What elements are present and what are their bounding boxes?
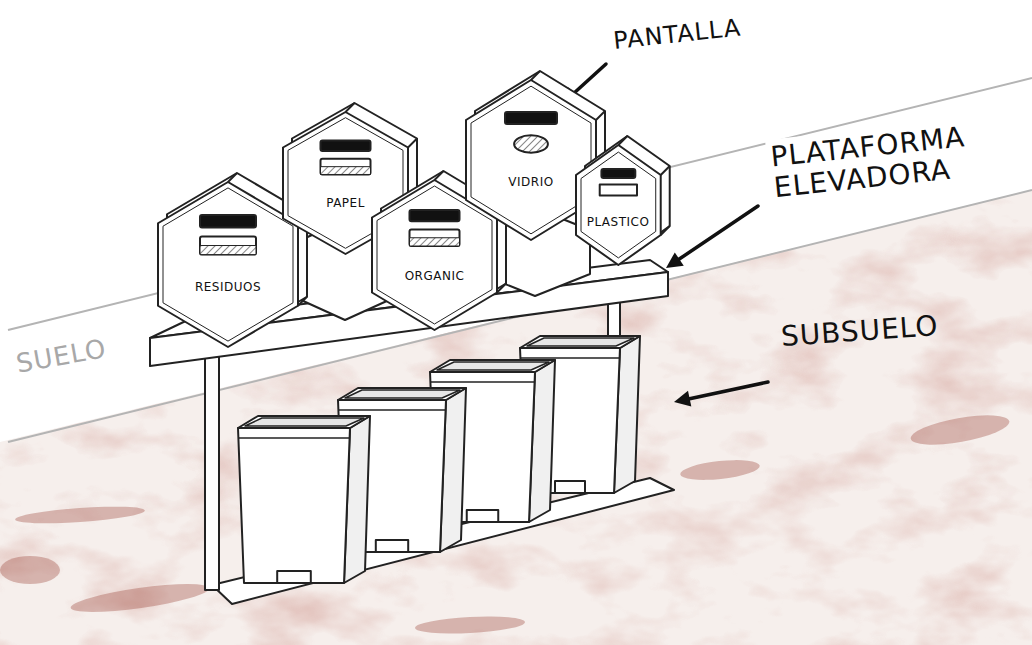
bin-label: RESIDUOS (195, 280, 261, 294)
hexagon-face (576, 145, 661, 265)
bin-label: ORGANIC (405, 269, 465, 283)
screen (321, 140, 371, 151)
slot (599, 185, 636, 196)
slot (200, 236, 256, 254)
slot (321, 159, 371, 175)
callout-label: PLATAFORMA ELEVADORA (765, 114, 1019, 207)
ground-label: SUELO (14, 334, 109, 378)
rock-stain (0, 556, 60, 584)
hexagon-outline (158, 182, 298, 347)
screen (601, 169, 635, 178)
screen (410, 210, 460, 221)
hexagon-face (158, 182, 298, 347)
bin-label: PLASTICO (587, 215, 650, 229)
bin-label: PAPEL (326, 196, 365, 210)
rock-stain (69, 578, 210, 617)
slot (514, 135, 548, 153)
screen (200, 215, 256, 227)
trash-bin (238, 416, 370, 583)
leader-arrow (674, 382, 768, 406)
callout-label: SUBSUELO (780, 311, 939, 353)
screen (505, 112, 557, 124)
rock-stain (15, 503, 146, 526)
frame-post (205, 355, 219, 590)
hexagon-outline (576, 145, 661, 265)
bin-label: VIDRIO (508, 175, 553, 189)
bin-hexagon: RESIDUOS (158, 182, 298, 347)
rock-stain (415, 614, 526, 636)
rock-stain (909, 409, 1012, 450)
leader-arrow (666, 206, 758, 268)
rock-stain (679, 457, 760, 483)
callout-label: PANTALLA (612, 15, 742, 55)
slot (410, 230, 460, 247)
bin-hexagon: PLASTICO (576, 145, 661, 265)
